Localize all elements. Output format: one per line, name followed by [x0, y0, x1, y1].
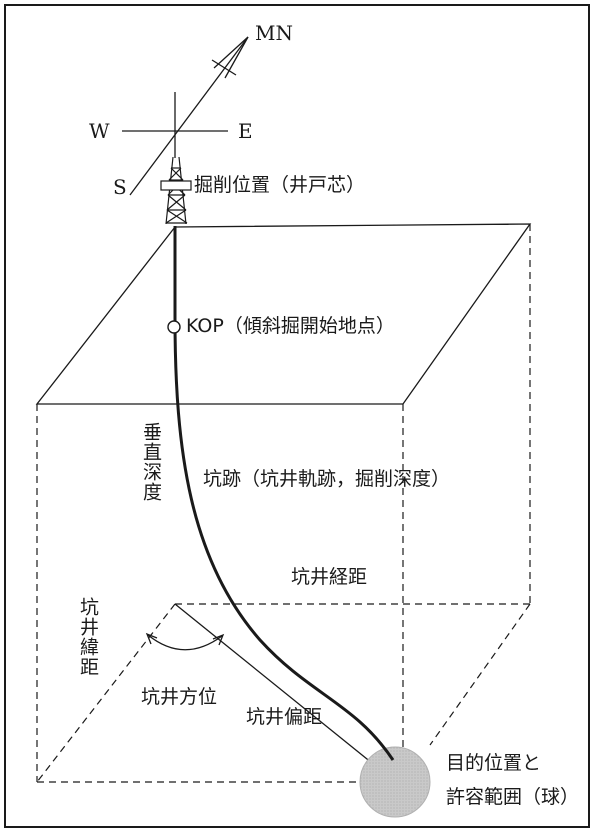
azimuth-arc	[147, 634, 223, 651]
offset-distance-line	[174, 603, 394, 781]
kop-label: KOP（傾斜掘開始地点）	[186, 315, 395, 337]
compass-mn-line	[129, 36, 249, 196]
offset-distance-label: 坑井偏距	[246, 706, 323, 728]
drill-site-label: 掘削位置（井戸芯）	[194, 174, 366, 196]
latitude-distance-label: 坑井緯距	[77, 597, 99, 677]
compass-s-label: S	[113, 175, 127, 199]
well-path	[173, 226, 395, 761]
outer-frame	[4, 4, 590, 828]
compass-mn-arrowhead	[213, 36, 249, 79]
well-azimuth-label: 坑井方位	[141, 686, 218, 708]
compass-mn-tick	[211, 59, 237, 76]
vertical-depth-label: 垂直深度	[140, 422, 162, 502]
well-path-label: 坑跡（坑井軌跡，掘削深度）	[203, 468, 451, 490]
compass-w-label: W	[89, 119, 110, 143]
departure-distance-label: 坑井経距	[291, 566, 368, 588]
azimuth-arrow-left	[145, 632, 158, 645]
target-label-line1: 目的位置と	[446, 752, 542, 774]
target-label-line2: 許容範囲（球）	[446, 786, 580, 808]
bottom-right-edge	[429, 603, 531, 746]
kop-marker	[167, 320, 181, 334]
azimuth-arrow-right	[212, 633, 225, 646]
compass-e-label: E	[238, 119, 253, 143]
surface-plane	[35, 223, 532, 405]
derrick-icon	[160, 156, 192, 225]
bottom-left-edge	[36, 603, 176, 783]
target-sphere	[359, 746, 431, 818]
compass-mn-label: MN	[255, 21, 293, 45]
